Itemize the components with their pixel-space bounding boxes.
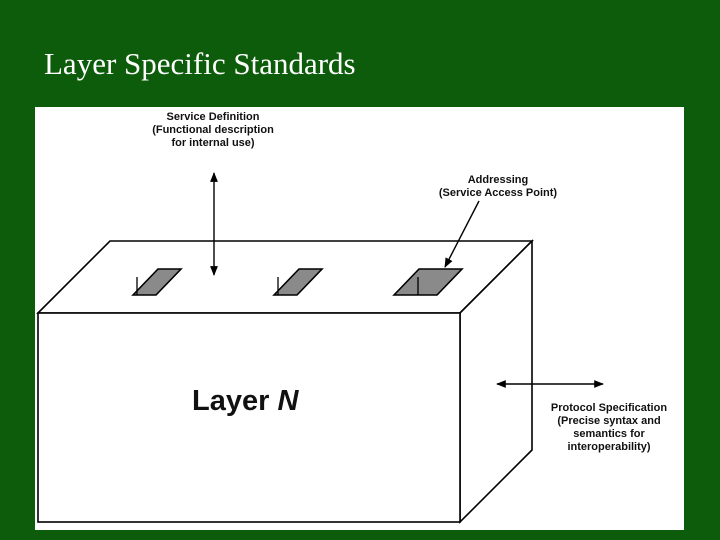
addressing-line1: Addressing bbox=[467, 174, 529, 186]
slide-title: Layer Specific Standards bbox=[44, 46, 356, 81]
diagram-panel: Service Definition (Functional descripti… bbox=[35, 107, 684, 530]
layer-variable: N bbox=[277, 385, 299, 417]
protocol-specification-line3: semantics for bbox=[573, 428, 645, 440]
protocol-specification-line1: Protocol Specification bbox=[550, 402, 668, 414]
service-definition-line2: (Functional description bbox=[152, 124, 274, 136]
layer-word: Layer bbox=[192, 385, 270, 417]
sap-opening-3 bbox=[392, 268, 464, 296]
protocol-specification-line4: interoperability) bbox=[567, 441, 651, 453]
addressing-label: Addressing (Service Access Point) bbox=[428, 174, 568, 200]
service-definition-line1: Service Definition bbox=[166, 111, 260, 123]
addressing-arrow bbox=[444, 200, 480, 268]
sap-opening-2 bbox=[272, 268, 324, 296]
sap-opening-1 bbox=[131, 268, 183, 296]
box-front-face bbox=[37, 312, 461, 523]
layer-n-label: Layer N bbox=[192, 385, 298, 418]
addressing-line2: (Service Access Point) bbox=[438, 187, 558, 199]
layer-box-diagram bbox=[36, 172, 604, 524]
service-definition-line3: for internal use) bbox=[171, 137, 255, 149]
box-top-face bbox=[36, 240, 534, 314]
protocol-specification-line2: (Precise syntax and bbox=[557, 415, 661, 427]
protocol-specification-label: Protocol Specification (Precise syntax a… bbox=[539, 402, 679, 454]
service-definition-label: Service Definition (Functional descripti… bbox=[143, 111, 283, 150]
